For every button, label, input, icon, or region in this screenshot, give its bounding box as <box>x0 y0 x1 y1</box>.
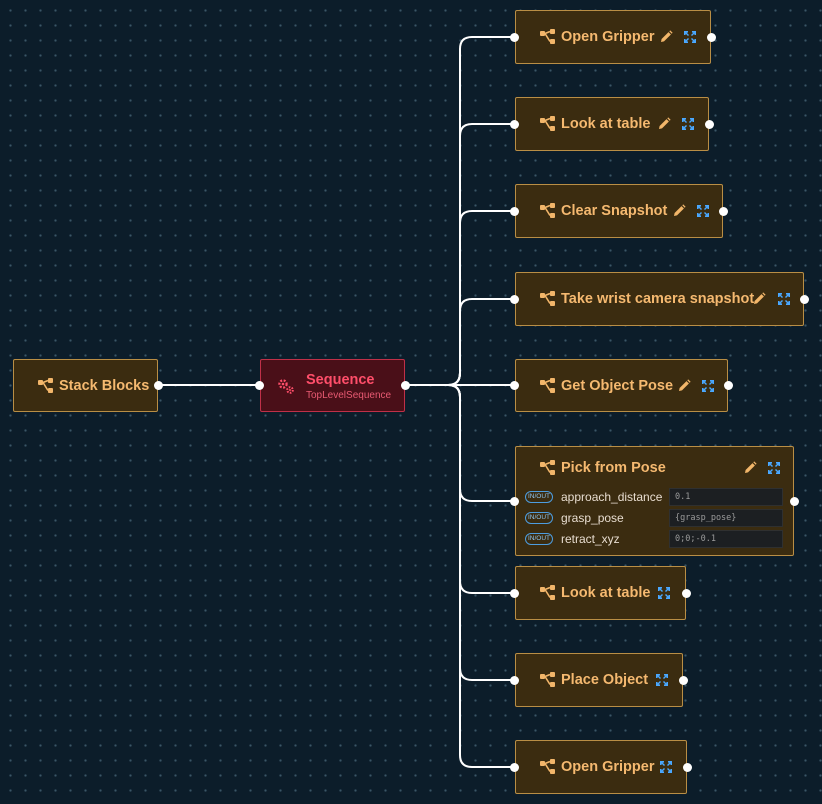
port-value-field[interactable]: 0;0;-0.1 <box>669 530 783 548</box>
node-title: Get Object Pose <box>561 378 674 394</box>
input-port[interactable] <box>510 295 519 304</box>
subtree-icon <box>38 378 53 393</box>
edge-sequence-to-child-6 <box>405 384 514 502</box>
inout-badge: IN/OUT <box>525 491 553 503</box>
node-title: Look at table <box>561 585 651 601</box>
child-node-clear-snapshot[interactable]: Clear Snapshot <box>510 184 728 238</box>
subtree-icon <box>540 378 555 393</box>
input-port[interactable] <box>510 763 519 772</box>
pencil-icon[interactable] <box>658 29 674 45</box>
expand-icon[interactable] <box>657 586 671 600</box>
root-node-stack-blocks[interactable]: Stack Blocks <box>13 359 163 412</box>
expand-icon[interactable] <box>767 461 781 475</box>
node-title: Place Object <box>561 672 649 688</box>
port-name: approach_distance <box>561 490 663 504</box>
input-port[interactable] <box>510 589 519 598</box>
subtree-icon <box>540 585 555 600</box>
output-port[interactable] <box>682 589 691 598</box>
expand-icon[interactable] <box>701 379 715 393</box>
pencil-icon[interactable] <box>671 203 687 219</box>
input-port[interactable] <box>510 381 519 390</box>
port-name: grasp_pose <box>561 511 624 525</box>
node-title: Pick from Pose <box>561 460 666 476</box>
input-port[interactable] <box>510 207 519 216</box>
sequence-input-port[interactable] <box>255 381 264 390</box>
node-title: Clear Snapshot <box>561 203 668 219</box>
port-value-field[interactable]: {grasp_pose} <box>669 509 783 527</box>
port-row: IN/OUT grasp_pose {grasp_pose} <box>525 509 787 530</box>
port-row: IN/OUT retract_xyz 0;0;-0.1 <box>525 530 787 551</box>
input-port[interactable] <box>510 33 519 42</box>
expand-icon[interactable] <box>683 30 697 44</box>
child-node-pick-from-pose[interactable]: Pick from Pose IN/OUT approach_distance … <box>510 446 799 556</box>
root-node-title: Stack Blocks <box>59 378 150 394</box>
pencil-icon[interactable] <box>676 378 692 394</box>
edge-sequence-to-child-7 <box>405 384 514 594</box>
node-title: Open Gripper <box>561 29 655 45</box>
child-node-look-at-table-2[interactable]: Look at table <box>510 566 691 620</box>
child-node-look-at-table[interactable]: Look at table <box>510 97 714 151</box>
output-port[interactable] <box>790 497 799 506</box>
subtree-icon <box>540 116 555 131</box>
expand-icon[interactable] <box>659 760 673 774</box>
expand-icon[interactable] <box>777 292 791 306</box>
sequence-title: Sequence <box>306 372 375 388</box>
subtree-icon <box>540 291 555 306</box>
port-row: IN/OUT approach_distance 0.1 <box>525 488 787 509</box>
expand-icon[interactable] <box>681 117 695 131</box>
inout-badge: IN/OUT <box>525 533 553 545</box>
output-port[interactable] <box>724 381 733 390</box>
output-port[interactable] <box>679 676 688 685</box>
edge-sequence-to-child-3 <box>405 210 514 386</box>
subtree-icon <box>540 759 555 774</box>
node-title: Look at table <box>561 116 651 132</box>
sequence-subtitle: TopLevelSequence <box>306 390 392 401</box>
pencil-icon[interactable] <box>656 116 672 132</box>
subtree-icon <box>540 460 555 475</box>
input-port[interactable] <box>510 120 519 129</box>
output-port[interactable] <box>707 33 716 42</box>
root-output-port[interactable] <box>154 381 163 390</box>
child-node-place-object[interactable]: Place Object <box>510 653 688 707</box>
port-name: retract_xyz <box>561 532 620 546</box>
branch-edges <box>405 36 514 768</box>
expand-icon[interactable] <box>655 673 669 687</box>
child-node-open-gripper-2[interactable]: Open Gripper <box>510 740 692 794</box>
edge-sequence-to-child-1 <box>405 36 514 386</box>
input-port[interactable] <box>510 676 519 685</box>
output-port[interactable] <box>705 120 714 129</box>
inout-badge: IN/OUT <box>525 512 553 524</box>
subtree-icon <box>540 203 555 218</box>
child-node-open-gripper[interactable]: Open Gripper <box>510 10 716 64</box>
sequence-node[interactable]: Sequence TopLevelSequence <box>255 359 410 412</box>
subtree-icon <box>540 29 555 44</box>
subtree-icon <box>540 672 555 687</box>
expand-icon[interactable] <box>696 204 710 218</box>
child-node-get-object-pose[interactable]: Get Object Pose <box>510 359 733 412</box>
child-node-take-wrist-camera-snapshot[interactable]: Take wrist camera snapshot <box>510 272 809 326</box>
edge-sequence-to-child-8 <box>405 384 514 681</box>
edge-sequence-to-child-4 <box>405 298 514 386</box>
sequence-output-port[interactable] <box>401 381 410 390</box>
pencil-icon[interactable] <box>742 460 758 476</box>
input-port[interactable] <box>510 497 519 506</box>
edge-sequence-to-child-9 <box>405 384 514 768</box>
node-title: Open Gripper <box>561 759 655 775</box>
pencil-icon[interactable] <box>751 291 767 307</box>
output-port[interactable] <box>683 763 692 772</box>
port-value-field[interactable]: 0.1 <box>669 488 783 506</box>
gears-icon <box>278 379 294 394</box>
output-port[interactable] <box>800 295 809 304</box>
output-port[interactable] <box>719 207 728 216</box>
node-title: Take wrist camera snapshot <box>561 291 755 307</box>
edge-sequence-to-child-2 <box>405 123 514 386</box>
